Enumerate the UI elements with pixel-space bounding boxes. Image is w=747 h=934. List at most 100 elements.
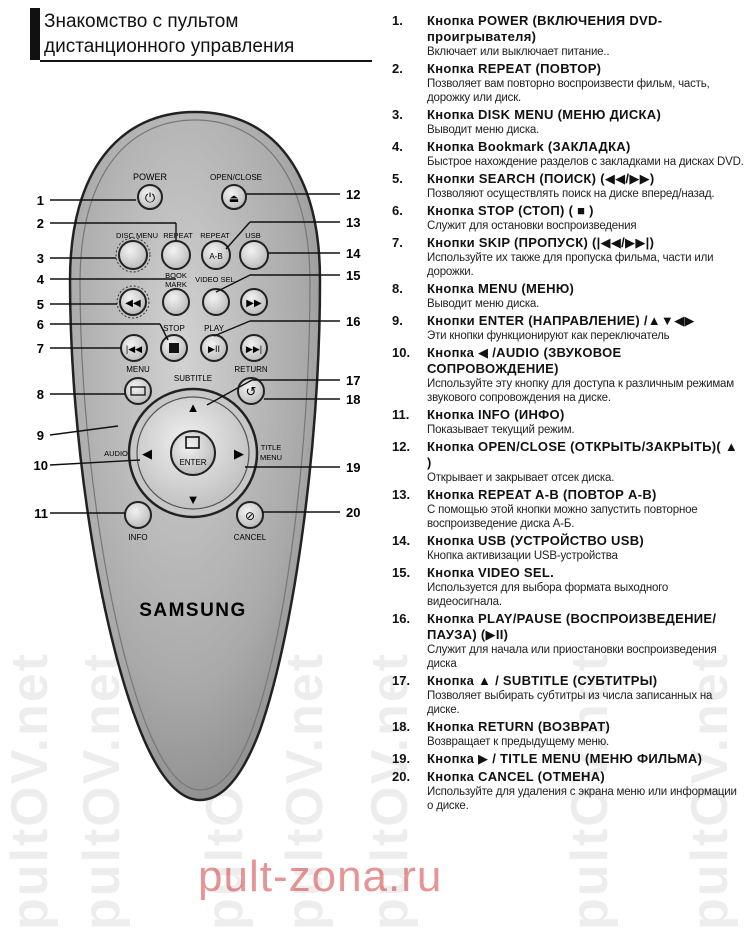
- label-return: RETURN: [234, 365, 268, 374]
- item-title: Кнопка OPEN/CLOSE (ОТКРЫТЬ/ЗАКРЫТЬ)( ▲ ): [427, 439, 739, 470]
- play-pause-button[interactable]: [200, 334, 228, 362]
- item-description: Открывает и закрывает отсек диска.: [427, 472, 615, 484]
- search-back-button-ring: [116, 285, 150, 319]
- item-description: Быстрое нахождение разделов с закладками…: [427, 156, 744, 168]
- brand-logo: SAMSUNG: [139, 600, 247, 621]
- video-sel-button[interactable]: [202, 288, 230, 316]
- label-mark: MARK: [165, 280, 187, 289]
- item-title: Кнопка ◀ /AUDIO (ЗВУКОВОЕ СОПРОВОЖДЕНИЕ): [427, 345, 622, 376]
- search-fwd-button[interactable]: [240, 288, 268, 316]
- item-description: Позволяют осуществлять поиск на диске вп…: [427, 188, 715, 200]
- skip-fwd-button[interactable]: [240, 334, 268, 362]
- list-item: 18. Кнопка RETURN (ВОЗВРАТ) Возвращает к п…: [392, 719, 744, 749]
- label-title: TITLE: [261, 443, 281, 452]
- item-number: 9.: [392, 313, 403, 328]
- label-power: POWER: [133, 172, 168, 182]
- power-button[interactable]: [137, 184, 163, 210]
- callout-20: 20: [346, 505, 360, 520]
- open-close-button[interactable]: [221, 184, 247, 210]
- label-repeat: REPEAT: [163, 231, 193, 240]
- item-title: Кнопка DISK MENU (МЕНЮ ДИСКА): [427, 107, 662, 122]
- return-icon: ↺: [246, 384, 257, 399]
- item-description: Используйте для удаления с экрана меню и…: [427, 786, 737, 812]
- label-open-close: OPEN/CLOSE: [210, 173, 262, 182]
- fast-forward-icon: ▶▶: [246, 298, 262, 309]
- item-description: С помощью этой кнопки можно запустить по…: [427, 504, 698, 530]
- list-item: 3.Кнопка DISK MENU (МЕНЮ ДИСКА)Выводит м…: [392, 107, 744, 137]
- up-arrow-icon[interactable]: ▲: [187, 400, 200, 415]
- enter-icon: [185, 436, 200, 449]
- item-number: 18.: [392, 719, 411, 734]
- label-cancel: CANCEL: [234, 533, 267, 542]
- callout-19: 19: [346, 460, 360, 475]
- bookmark-button[interactable]: [162, 288, 190, 316]
- disc-menu-button-ring: [115, 237, 151, 273]
- label-subtitle: SUBTITLE: [174, 374, 212, 383]
- item-description: Показывает текущий режим.: [427, 424, 575, 436]
- list-item: 17.Кнопка ▲ / SUBTITLE (СУБТИТРЫ)Позволя…: [392, 673, 744, 717]
- callout-6: 6: [37, 317, 44, 332]
- usb-button[interactable]: [239, 240, 269, 270]
- callout-15: 15: [346, 268, 360, 283]
- item-description: Служит для начала или приостановки воспр…: [427, 644, 717, 670]
- callout-10: 10: [34, 458, 48, 473]
- item-number: 10.: [392, 345, 411, 360]
- cancel-button[interactable]: [236, 501, 264, 529]
- item-description: Служит для остановки воспроизведения: [427, 220, 637, 232]
- power-icon: ⏻: [145, 190, 155, 205]
- item-number: 5.: [392, 171, 403, 186]
- right-arrow-icon[interactable]: ▶: [234, 446, 244, 461]
- label-repeat-ab: REPEAT: [200, 231, 230, 240]
- item-number: 16.: [392, 611, 411, 626]
- callout-11: 11: [34, 506, 48, 521]
- callout-14: 14: [346, 246, 361, 261]
- page-title-line1: Знакомство с пультом: [44, 11, 239, 32]
- disc-menu-button[interactable]: [118, 240, 148, 270]
- page-title: Знакомство с пультом дистанционного упра…: [44, 9, 294, 59]
- label-audio: AUDIO: [104, 449, 128, 458]
- list-item: 19.Кнопка ▶ / TITLE MENU (МЕНЮ ФИЛЬМА): [392, 751, 744, 767]
- callout-7: 7: [37, 341, 44, 356]
- item-description: Позволяет вам повторно воспроизвести фил…: [427, 78, 710, 104]
- list-item: 9.Кнопки ENTER (НАПРАВЛЕНИЕ) /▲▼◀▶Эти кн…: [392, 313, 744, 343]
- item-number: 2.: [392, 61, 403, 76]
- label-title-menu: MENU: [260, 453, 282, 462]
- left-arrow-icon[interactable]: ◀: [142, 446, 152, 461]
- callout-5: 5: [37, 297, 44, 312]
- item-title: Кнопка ▶ / TITLE MENU (МЕНЮ ФИЛЬМА): [427, 751, 703, 766]
- callout-16: 16: [346, 314, 360, 329]
- callout-3: 3: [37, 251, 44, 266]
- item-title: Кнопки ENTER (НАПРАВЛЕНИЕ) /▲▼◀▶: [427, 313, 695, 328]
- item-title: Кнопка CANCEL (ОТМЕНА): [427, 769, 606, 784]
- title-accent-bar: [30, 8, 40, 60]
- item-number: 15.: [392, 565, 411, 580]
- down-arrow-icon[interactable]: ▼: [187, 492, 200, 507]
- label-book: BOOK: [165, 271, 187, 280]
- list-item: 1.Кнопка POWER (ВКЛЮЧЕНИЯ DVD-проигрыват…: [392, 13, 744, 59]
- label-ab: A-B: [209, 252, 222, 261]
- item-number: 6.: [392, 203, 403, 218]
- item-description: Позволяет выбирать субтитры из числа зап…: [427, 690, 713, 716]
- item-title: Кнопка INFO (ИНФО): [427, 407, 565, 422]
- item-title: Кнопка ▲ / SUBTITLE (СУБТИТРЫ): [427, 673, 658, 688]
- repeat-button[interactable]: [161, 240, 191, 270]
- info-button[interactable]: [124, 501, 152, 529]
- callout-lines-left: [49, 199, 177, 514]
- button-description-list: 1.Кнопка POWER (ВКЛЮЧЕНИЯ DVD-проигрыват…: [392, 13, 744, 815]
- menu-button[interactable]: [124, 377, 152, 405]
- callout-lines-right: [206, 193, 340, 513]
- search-back-button[interactable]: [119, 288, 147, 316]
- item-description: Выводит меню диска.: [427, 298, 540, 310]
- repeat-ab-button[interactable]: [201, 240, 231, 270]
- item-description: Возвращает к предыдущему меню.: [427, 736, 610, 748]
- enter-button[interactable]: [170, 430, 216, 476]
- remote-body-edge: [79, 119, 311, 791]
- item-title: Кнопка Bookmark (ЗАКЛАДКА): [427, 139, 631, 154]
- item-number: 20.: [392, 769, 411, 784]
- callout-13: 13: [346, 215, 360, 230]
- item-title: Кнопки SKIP (ПРОПУСК) (|◀◀/▶▶|): [427, 235, 655, 250]
- list-item: 12.Кнопка OPEN/CLOSE (ОТКРЫТЬ/ЗАКРЫТЬ)( …: [392, 439, 744, 485]
- item-title: Кнопка RETURN (ВОЗВРАТ): [427, 719, 611, 734]
- item-number: 4.: [392, 139, 403, 154]
- stop-icon: [169, 343, 179, 353]
